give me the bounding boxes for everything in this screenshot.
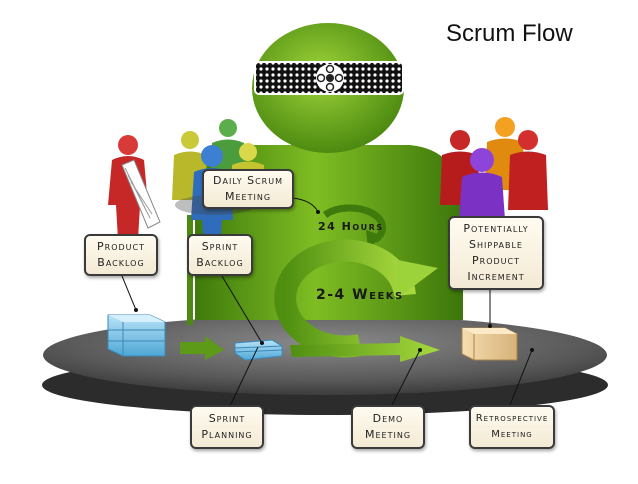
- label-line: Daily Scrum: [213, 174, 283, 187]
- label-line: Sprint: [201, 240, 239, 253]
- connector-lines: [121, 197, 533, 407]
- stakeholder-figures: [440, 117, 548, 220]
- headband-flower-icon: [254, 61, 404, 95]
- label-line: Sprint: [208, 412, 246, 425]
- daily-cycle-label: 24 Hours: [318, 220, 384, 233]
- flow-arrow-1: [180, 336, 224, 360]
- label-daily-scrum-meeting: Daily Scrum Meeting: [202, 169, 294, 209]
- label-line: Shippable: [469, 238, 523, 251]
- label-sprint-backlog: Sprint Backlog: [187, 234, 253, 276]
- label-sprint-planning: Sprint Planning: [190, 405, 264, 449]
- product-owner-figure: [108, 135, 161, 240]
- label-line: Meeting: [224, 190, 272, 203]
- product-box-icon: [461, 327, 518, 361]
- label-demo-meeting: Demo Meeting: [351, 405, 425, 449]
- sprint-cycle-arrow: [274, 239, 438, 358]
- label-line: Planning: [201, 428, 253, 441]
- backlog-stack-icon: [107, 314, 166, 357]
- page-title: Scrum Flow: [446, 20, 573, 47]
- label-line: Demo: [372, 412, 404, 425]
- label-line: Increment: [467, 270, 525, 283]
- label-line: Backlog: [196, 256, 244, 269]
- label-product-backlog: Product Backlog: [84, 234, 158, 276]
- label-line: Meeting: [364, 428, 412, 441]
- sprint-cycle-label: 2-4 Weeks: [316, 287, 404, 303]
- flow-arrow-2: [290, 336, 440, 362]
- label-line: Backlog: [97, 256, 145, 269]
- label-retrospective-meeting: Retrospective Meeting: [469, 405, 555, 449]
- label-line: Product: [97, 240, 145, 253]
- sprint-backlog-icon: [234, 339, 283, 361]
- connector-dots: [134, 210, 534, 352]
- label-product-increment: Potentially Shippable Product Increment: [448, 216, 544, 290]
- label-line: Meeting: [491, 429, 533, 440]
- label-line: Retrospective: [475, 413, 549, 424]
- label-line: Product: [472, 254, 520, 267]
- label-line: Potentially: [463, 222, 529, 235]
